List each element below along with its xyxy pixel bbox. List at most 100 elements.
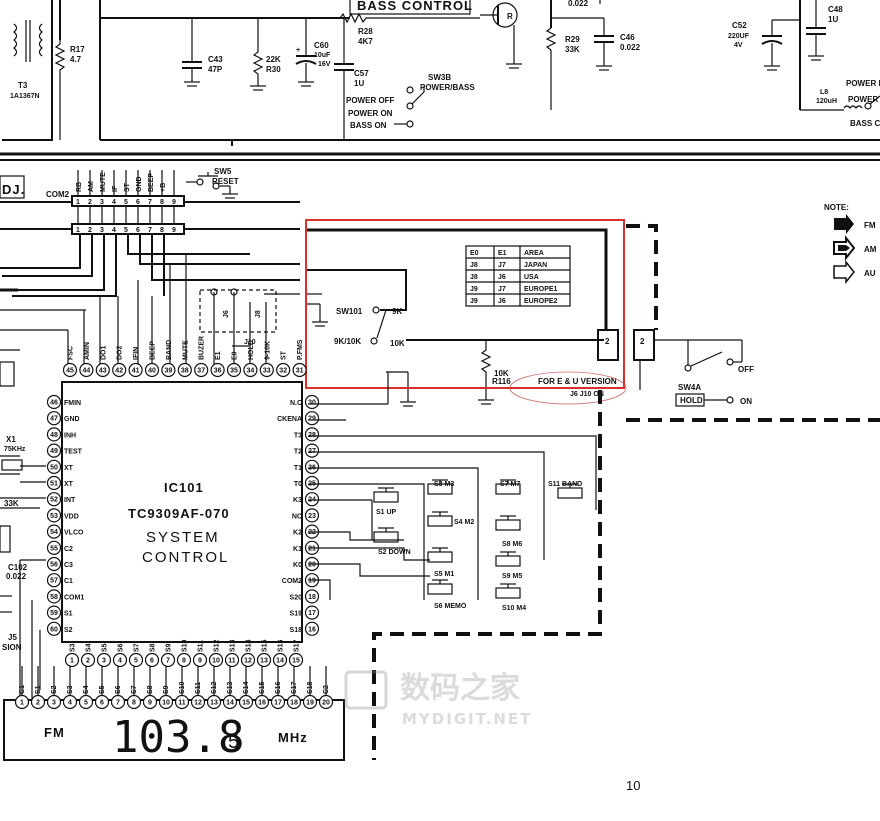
ic-pin-signal: GND — [64, 416, 80, 423]
ic-pin — [96, 652, 112, 668]
key-label-s7: S7 M7 — [500, 481, 520, 488]
note-fm: FM — [864, 221, 876, 230]
connector-signal: +B — [160, 183, 167, 192]
board-outline — [372, 224, 880, 760]
ic-pin-signal: N.C — [290, 400, 302, 407]
area-table-cell: J7 — [498, 262, 506, 269]
ic-pin — [304, 411, 320, 426]
lcd-pin-number: 12 — [194, 700, 202, 707]
ic-pin-signal: S11 — [198, 640, 205, 652]
ic-pin — [224, 652, 240, 668]
ic-pin-number: 60 — [50, 626, 58, 633]
ic-pin-number: 39 — [165, 368, 173, 375]
ic-pin-number: 32 — [279, 368, 287, 375]
connector-pin-bottom: 8 — [160, 227, 164, 234]
r28-label: R28 — [358, 27, 373, 36]
ic-pin — [226, 362, 242, 378]
r29-label: R29 — [565, 35, 580, 44]
ic-pin-signal: K0 — [293, 562, 302, 569]
ic-pin — [304, 443, 320, 458]
ic-pin-signal: FMIN — [64, 400, 81, 407]
switch-sw3b: SW3B POWER/BASS POWER OFF POWER ON BASS … — [346, 73, 475, 130]
key-label-s6: S6 MEMO — [434, 603, 467, 610]
transformer-t3: T3 1A1367N — [10, 20, 43, 100]
ic-pin-signal: MUTE — [182, 340, 189, 360]
ic-pin — [46, 508, 62, 523]
area-table-cell: J6 — [498, 274, 506, 281]
ic-pin-signal: T0 — [294, 481, 302, 488]
l8-value: 120uH — [816, 98, 837, 105]
ic-pin-number: 7 — [166, 658, 170, 665]
ic-pin-number: 5 — [134, 658, 138, 665]
ic-pin-signal: NC — [292, 513, 302, 520]
lcd-pin — [302, 694, 318, 710]
ic-pin-signal: COM1 — [64, 594, 84, 601]
ic-pin — [144, 362, 160, 378]
c60-value: 10uF — [314, 52, 331, 59]
lcd-segment-label: S2 — [51, 685, 58, 694]
lcd-pin — [94, 694, 110, 710]
bass-control-title: BASS CONTROL — [357, 0, 473, 13]
ic-pin-number: 3 — [102, 658, 106, 665]
ic-pin-number: 46 — [50, 400, 58, 407]
area-table-cell: J9 — [470, 286, 478, 293]
ic-pin-signal: S20 — [290, 594, 303, 601]
ic-pin-signal: COM2 — [282, 578, 302, 585]
ic-pin-number: 34 — [247, 368, 255, 375]
ic-pin-signal: S16 — [278, 639, 285, 652]
ic-pin — [95, 362, 110, 378]
ic-pin-number: 4 — [118, 658, 122, 665]
lcd-pin-number: 18 — [290, 700, 298, 707]
c46-label: C46 — [620, 33, 635, 42]
note-legend: NOTE: FM AM AU — [824, 203, 877, 285]
ic-pin-signal: T1 — [294, 465, 302, 472]
sw101-10k: 10K — [390, 339, 405, 348]
lcd-pin — [126, 694, 142, 710]
ic-pin — [304, 605, 320, 620]
area-table-cell: J9 — [470, 298, 478, 305]
connector-pin-top: 4 — [112, 199, 116, 206]
ic-pin — [177, 362, 192, 378]
r17-label: R17 — [70, 45, 85, 54]
ic-pin — [46, 459, 62, 474]
connector-pin-bottom: 7 — [148, 227, 152, 234]
lcd-pin — [14, 694, 30, 710]
lcd-pin — [110, 694, 126, 710]
top-section: T3 1A1367N R17 4.7 C43 47P 22K R30 — [0, 0, 880, 161]
ic-pin-number: 44 — [83, 368, 91, 375]
key-label-s10: S10 M4 — [502, 605, 526, 612]
c43-value: 47P — [208, 65, 223, 74]
ic-line1: SYSTEM — [146, 529, 220, 546]
ic-pin — [304, 621, 320, 636]
ic-line2: CONTROL — [142, 549, 229, 566]
ic-pin-signal: BAND — [166, 340, 173, 360]
lcd-segment-label: S18 — [307, 681, 314, 694]
lcd-pin — [142, 694, 158, 710]
ic-pin-signal: S18 — [290, 627, 303, 634]
lcd-pin-number: 1 — [20, 700, 24, 707]
ic-pin-signal: S15 — [262, 639, 269, 652]
note-au: AU — [864, 269, 876, 278]
ic-pin — [46, 443, 62, 458]
ic-pin — [46, 492, 62, 507]
power-right-label-3: BASS C — [850, 119, 880, 128]
ic-pin-signal: C1 — [64, 578, 73, 585]
resistor-r28: R28 4K7 — [330, 12, 480, 46]
lcd-pin-number: 6 — [100, 700, 104, 707]
ic-pin-signal: C3 — [64, 562, 73, 569]
transistor-label: R — [507, 12, 513, 21]
area-table-cell: EUROPE1 — [524, 286, 558, 293]
connector-pin-top: 5 — [124, 199, 128, 206]
area-table-cell: J6 — [498, 298, 506, 305]
ic-pin — [46, 573, 62, 588]
ic-pin-number: 57 — [50, 578, 58, 585]
r116-label: R116 — [492, 377, 511, 386]
ic-pin — [46, 427, 62, 442]
lcd-segment-label: S13 — [227, 681, 234, 694]
r17-value: 4.7 — [70, 55, 82, 64]
ic-pin — [304, 427, 320, 442]
ic-pin-number: 42 — [115, 368, 123, 375]
switch-sw101: SW101 9K 9K/10K 10K — [306, 293, 405, 348]
